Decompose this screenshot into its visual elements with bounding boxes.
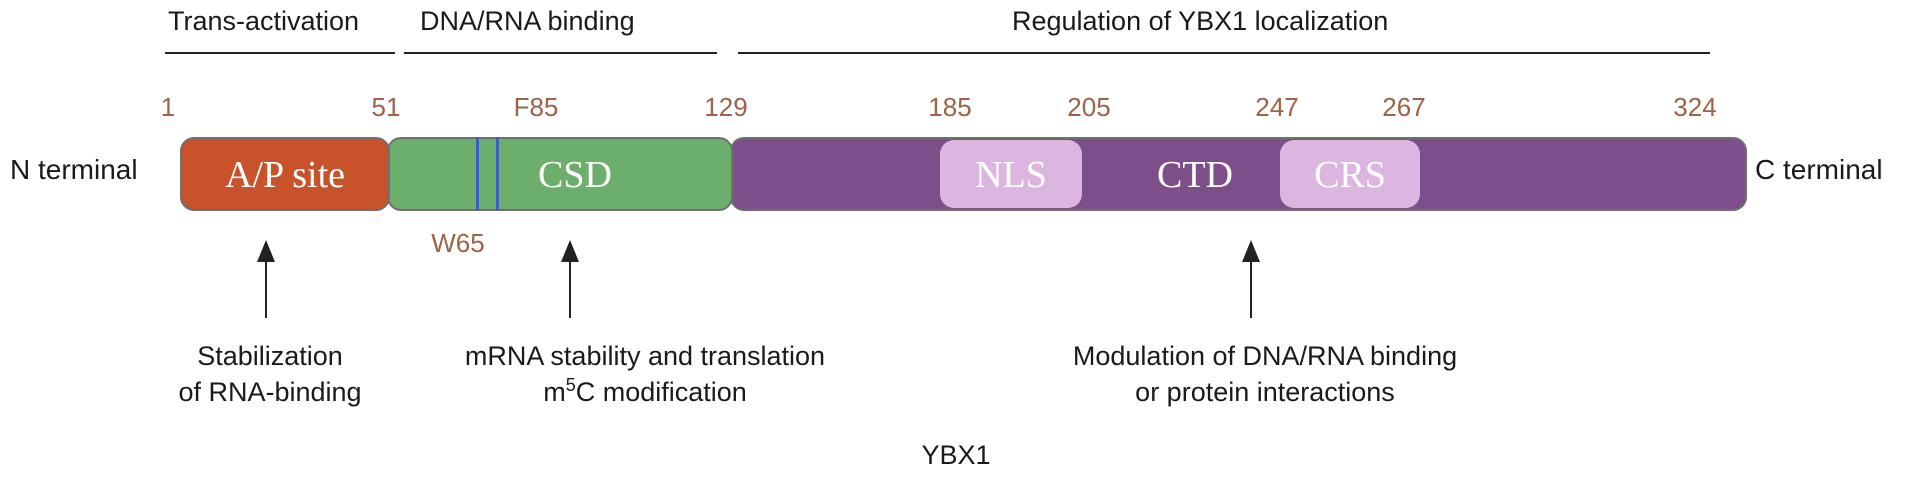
csd-note: mRNA stability and translation m5C modif…: [465, 338, 825, 410]
position-324: 324: [1673, 92, 1717, 122]
ctd-label: CTD: [1157, 154, 1233, 196]
region-line-regulation: [738, 52, 1710, 54]
ap-site-label: A/P site: [225, 154, 345, 196]
csd-note-sup: 5: [565, 375, 576, 395]
ctd-note-line-2: or protein interactions: [1135, 377, 1395, 407]
csd-note-rest: C modification: [575, 377, 747, 407]
arrow-head-ctd: [1242, 240, 1260, 262]
region-label-dna-rna-binding: DNA/RNA binding: [420, 6, 635, 36]
ap-note: Stabilization of RNA-binding: [178, 338, 361, 410]
position-129: 129: [704, 92, 748, 122]
region-label-regulation: Regulation of YBX1 localization: [1012, 6, 1389, 36]
position-267: 267: [1382, 92, 1426, 122]
ap-note-line-1: Stabilization: [197, 341, 343, 371]
ctd-note-line-1: Modulation of DNA/RNA binding: [1072, 341, 1458, 371]
position-205: 205: [1067, 92, 1111, 122]
w65-label: W65: [431, 228, 485, 258]
position-185: 185: [928, 92, 972, 122]
n-terminal-label: N terminal: [10, 154, 138, 185]
arrow-shaft-ap: [265, 258, 267, 318]
arrow-head-ap: [257, 240, 275, 262]
region-label-trans-activation: Trans-activation: [168, 6, 360, 36]
position-f85: F85: [513, 92, 559, 122]
csd-label: CSD: [538, 154, 612, 196]
c-terminal-label: C terminal: [1755, 154, 1883, 185]
csd-note-m: m: [543, 377, 566, 407]
w65-marker-line: [476, 138, 479, 210]
region-line-trans-activation: [165, 52, 395, 54]
csd-domain: [387, 137, 733, 211]
crs-label: CRS: [1314, 154, 1386, 196]
csd-note-line-2: m5C modification: [465, 374, 825, 410]
f85-marker-line: [496, 138, 499, 210]
arrow-shaft-csd: [569, 258, 571, 318]
ctd-note: Modulation of DNA/RNA binding or protein…: [1073, 338, 1457, 410]
arrow-head-csd: [561, 240, 579, 262]
position-1: 1: [160, 92, 176, 122]
arrow-shaft-ctd: [1250, 258, 1252, 318]
crs-box: [1280, 140, 1420, 208]
nls-box: [940, 140, 1082, 208]
csd-note-line-1: mRNA stability and translation: [464, 341, 826, 371]
region-line-dna-rna-binding: [404, 52, 717, 54]
position-247: 247: [1255, 92, 1299, 122]
ap-site-domain: [180, 137, 390, 211]
position-51: 51: [371, 92, 401, 122]
ctd-domain: [730, 137, 1747, 211]
ap-note-line-2: of RNA-binding: [178, 377, 362, 407]
figure-caption: YBX1: [921, 440, 991, 470]
nls-label: NLS: [975, 154, 1047, 196]
